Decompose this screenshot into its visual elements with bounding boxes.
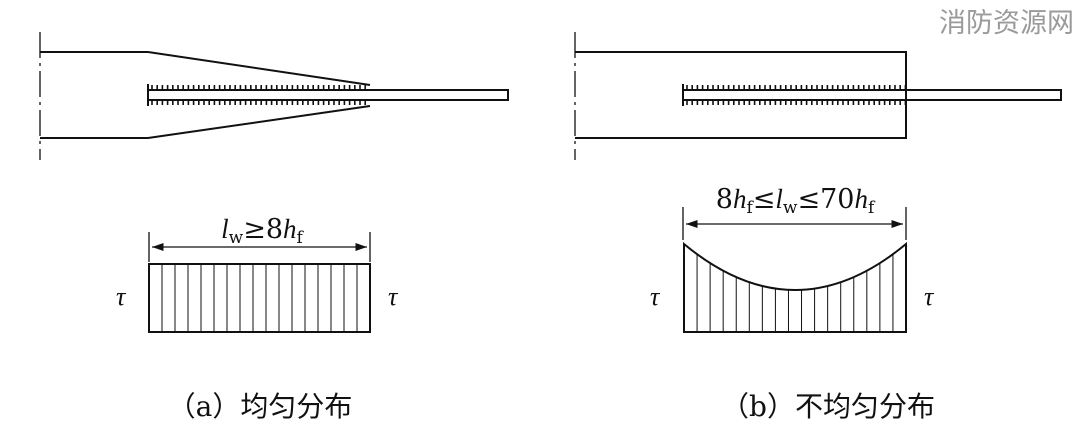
panel-a-tau-left: τ	[116, 282, 127, 311]
panel-a-caption: （a）均匀分布	[168, 390, 353, 423]
panel-b-inserted-plate	[682, 89, 1062, 101]
panel-a-stress-block	[148, 263, 371, 333]
panel-b-tau-left: τ	[650, 282, 661, 311]
panel-a-dimension: lw≥8hf	[148, 214, 371, 262]
panel-b-stress-block	[683, 241, 907, 333]
panel-b-tau-right: τ	[924, 282, 935, 311]
panel-b-dimension-label: 8hf≤lw≤70hf	[716, 184, 876, 218]
panel-b-dimension: 8hf≤lw≤70hf	[682, 184, 907, 240]
panel-a-stress-rect	[148, 263, 371, 333]
panel-a-stress-hatching	[161, 264, 358, 332]
panel-b-main-plate	[575, 51, 907, 139]
panel-b-plate-drawing	[574, 32, 1062, 160]
watermark-text: 消防资源网	[939, 8, 1074, 39]
panel-b-caption: （b）不均匀分布	[721, 390, 935, 423]
panel-b-fillet-weld-marks	[682, 84, 907, 106]
panel-a-inserted-plate	[147, 89, 509, 101]
panel-a-fillet-weld-marks	[147, 84, 367, 106]
panel-a-tapered-plate	[40, 51, 371, 139]
panel-b-stress-hatching	[696, 254, 894, 332]
panel-a-plate-drawing	[39, 32, 509, 160]
panel-a-tau-right: τ	[388, 282, 399, 311]
panel-a-dimension-label: lw≥8hf	[221, 214, 304, 248]
panel-b-stress-outline	[683, 241, 907, 333]
